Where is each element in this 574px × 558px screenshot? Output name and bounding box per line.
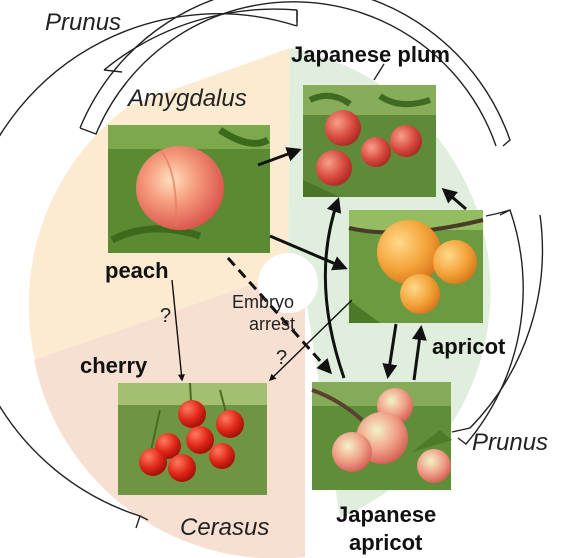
cherry-label: cherry xyxy=(80,353,148,378)
embryo-arrest-line2: arrest xyxy=(249,314,295,334)
embryo-arrest-line1: Embryo xyxy=(232,292,294,312)
cherry-photo xyxy=(118,383,267,495)
amygdalus-label: Amygdalus xyxy=(126,85,247,112)
peach-label: peach xyxy=(105,258,169,283)
japanese-apricot-label-line2: apricot xyxy=(349,530,423,555)
cerasus-label: Cerasus xyxy=(180,514,269,541)
apricot-photo xyxy=(349,210,483,323)
japanese-plum-label: Japanese plum xyxy=(291,42,450,67)
japanese-plum-photo xyxy=(303,85,436,197)
inner-prunus-label: Prunus xyxy=(472,429,548,456)
peach-photo xyxy=(108,125,270,253)
outer-prunus-label: Prunus xyxy=(45,9,121,36)
japanese-apricot-photo xyxy=(312,382,452,490)
question-mark-peach-cherry: ? xyxy=(160,305,171,327)
japanese-apricot-label-line1: Japanese xyxy=(336,502,436,527)
apricot-label: apricot xyxy=(432,334,506,359)
question-mark-apricot-cherry: ? xyxy=(276,347,287,369)
